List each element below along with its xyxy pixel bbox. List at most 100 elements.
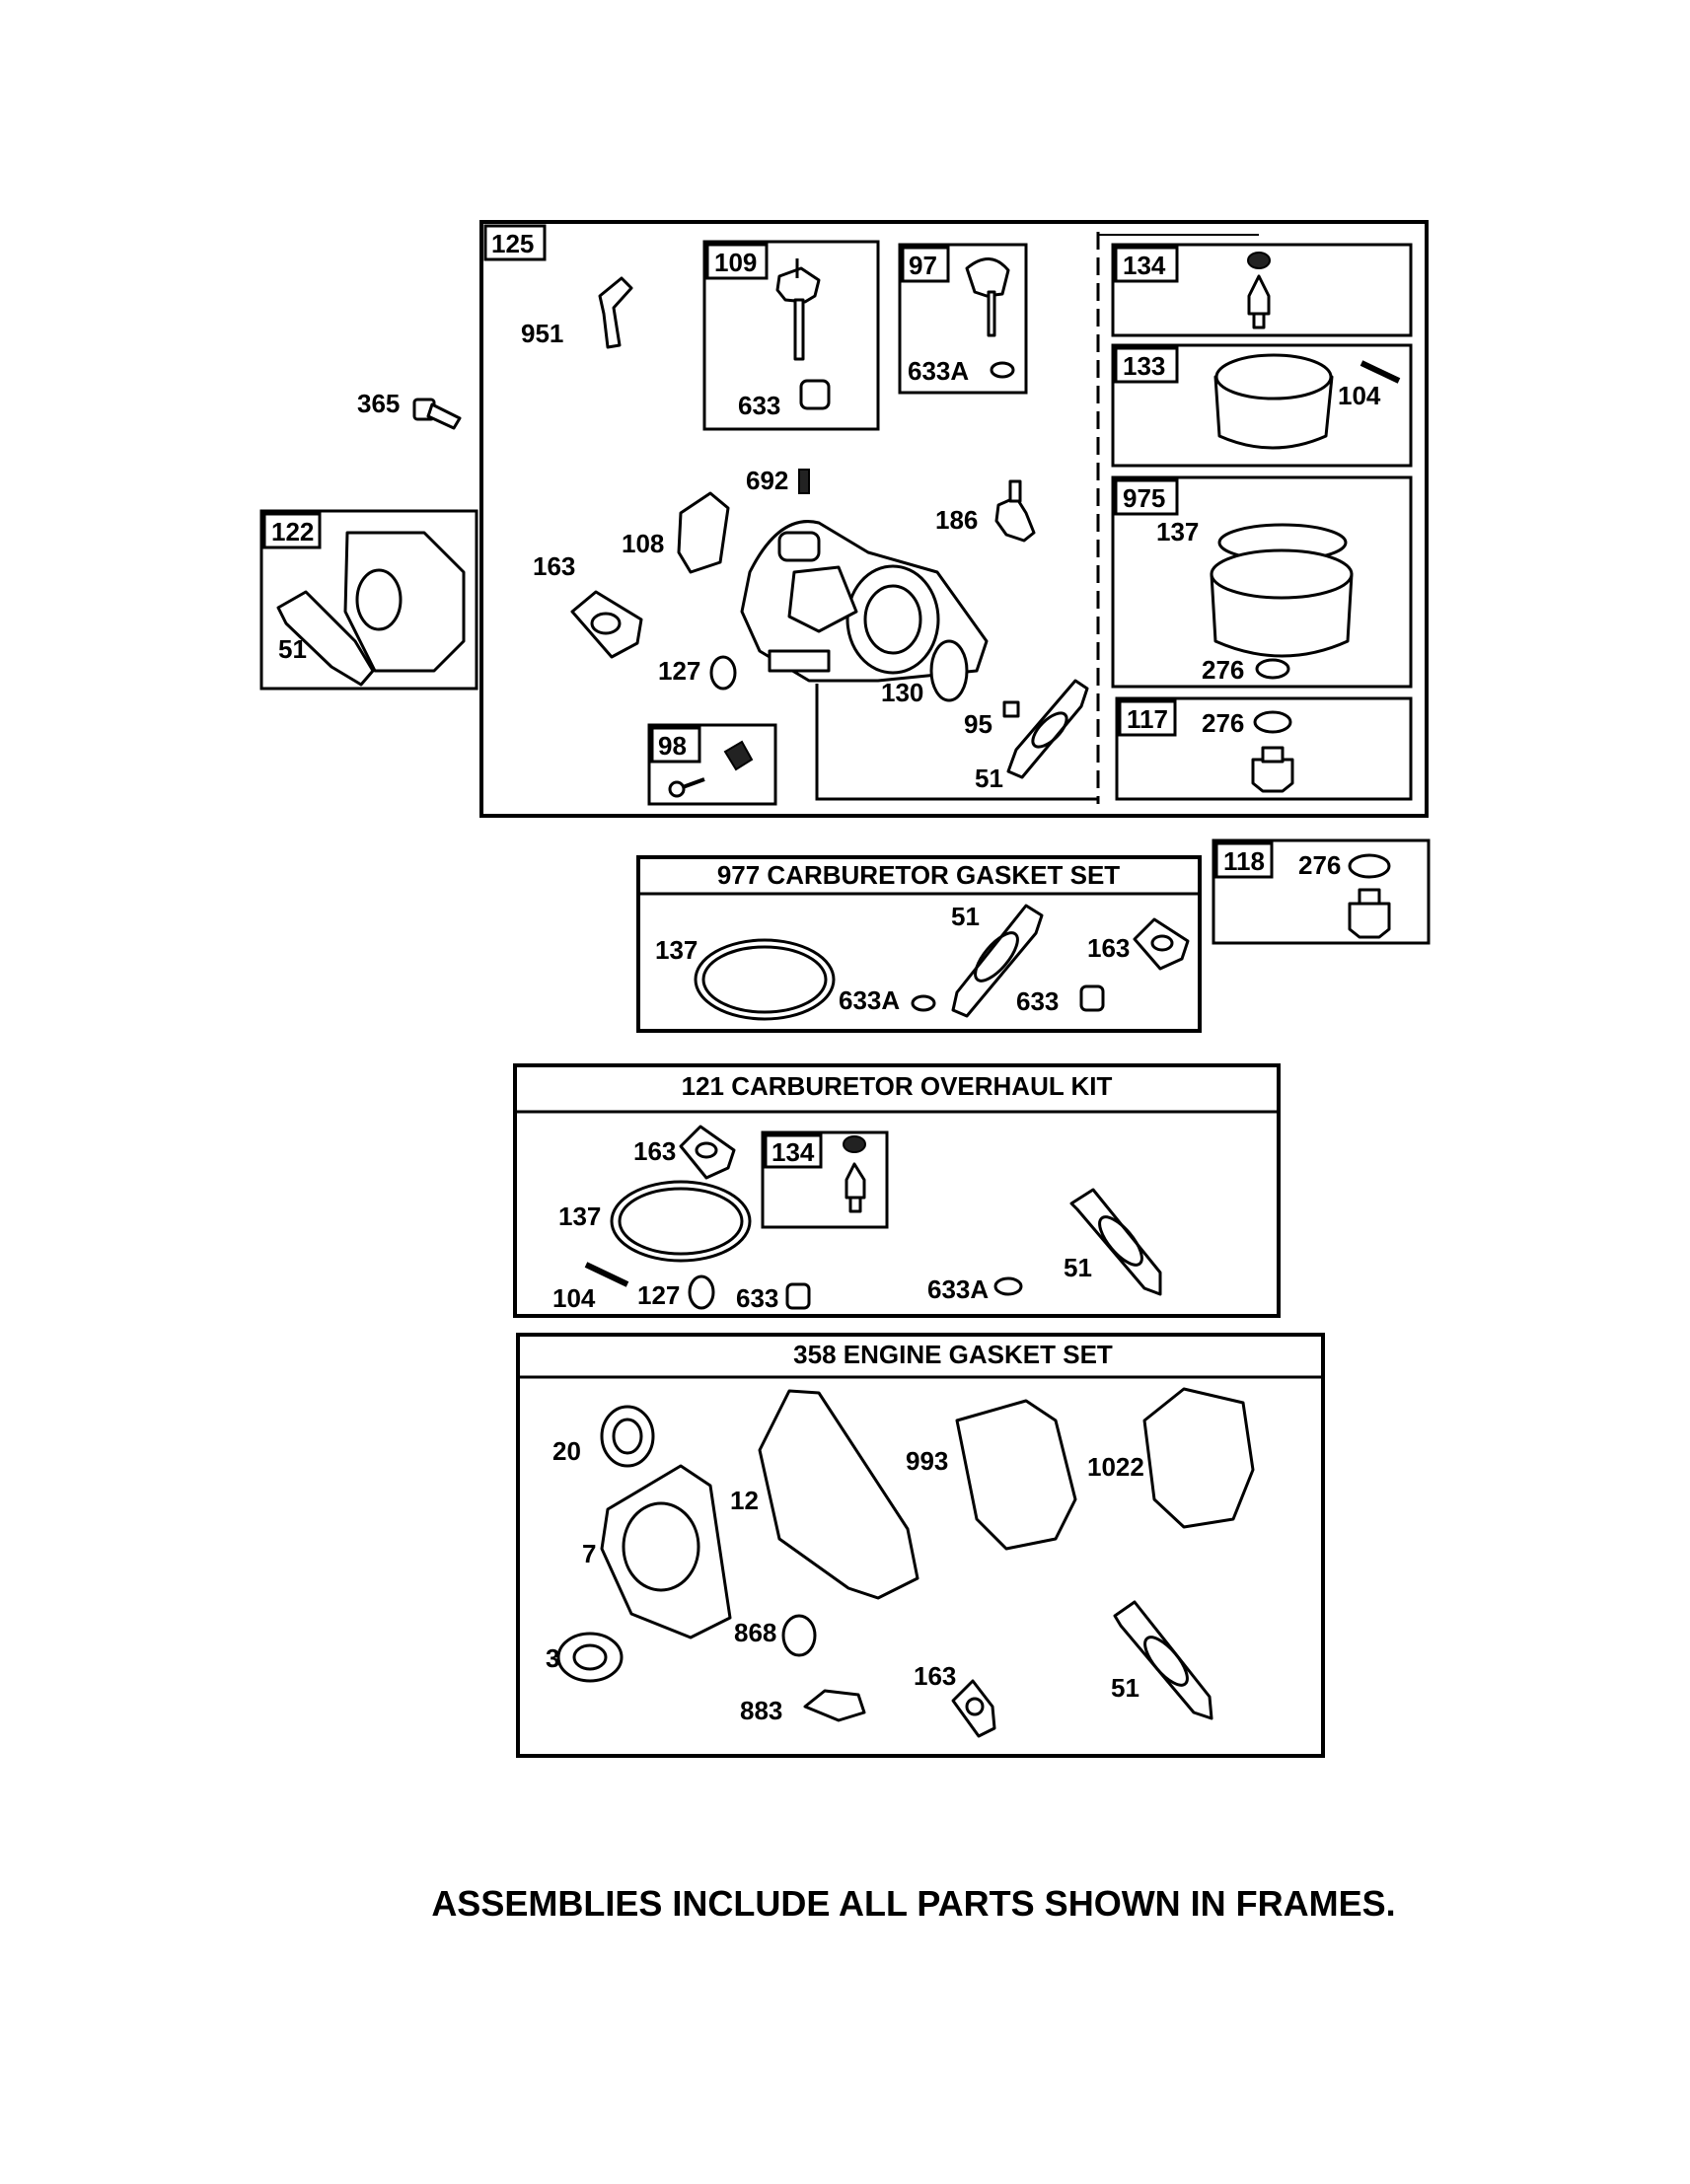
crankcase-gasket-12-icon bbox=[758, 1389, 919, 1600]
label-951: 951 bbox=[521, 319, 563, 348]
label-51-kit: 51 bbox=[1064, 1253, 1092, 1282]
label-163-kit: 163 bbox=[633, 1136, 676, 1166]
label-633A-kit: 633A bbox=[927, 1274, 989, 1304]
gasket-set-title: 977 CARBURETOR GASKET SET bbox=[717, 860, 1120, 890]
frame-975-number: 975 bbox=[1123, 483, 1165, 513]
frame-133-number: 133 bbox=[1123, 351, 1165, 381]
label-633A-frame97: 633A bbox=[908, 356, 969, 386]
bolt-365-icon bbox=[412, 398, 462, 430]
label-3: 3 bbox=[546, 1643, 559, 1673]
part-127-plug-icon bbox=[709, 655, 737, 691]
needle-valve-kit-icon bbox=[845, 1162, 866, 1200]
fuel-fitting-186-icon bbox=[994, 495, 1036, 543]
label-130: 130 bbox=[881, 678, 923, 707]
seal-633A-gs-icon bbox=[911, 994, 936, 1012]
frame-134: 134 bbox=[1111, 243, 1413, 337]
label-95: 95 bbox=[964, 709, 992, 739]
oil-seal-20-icon bbox=[600, 1405, 655, 1468]
frame-98: 98 bbox=[647, 723, 777, 806]
gasket-163-eng-icon bbox=[951, 1679, 996, 1738]
part-108-plate-icon bbox=[677, 491, 730, 574]
label-633-gs: 633 bbox=[1016, 986, 1059, 1016]
carburetor-body-icon bbox=[740, 520, 989, 683]
part-130-disc-icon bbox=[929, 639, 969, 702]
bushing-633-kit-icon bbox=[785, 1282, 811, 1310]
screw-95-icon bbox=[1002, 700, 1020, 718]
frame-134-kit-number: 134 bbox=[772, 1137, 815, 1167]
label-51-eng: 51 bbox=[1111, 1673, 1139, 1703]
frame-97: 97 633A bbox=[898, 243, 1028, 395]
gasket-883-icon bbox=[803, 1689, 866, 1722]
intake-gasket-icon bbox=[276, 590, 375, 687]
label-633-frame109: 633 bbox=[738, 391, 780, 420]
throttle-shaft-icon bbox=[965, 257, 1010, 298]
drain-screw-icon bbox=[1348, 902, 1391, 939]
label-51-gs: 51 bbox=[951, 902, 980, 931]
label-276-frame117: 276 bbox=[1202, 708, 1244, 738]
label-276-frame118: 276 bbox=[1298, 850, 1341, 880]
seal-633A-kit-icon bbox=[993, 1276, 1023, 1296]
seal-633A-icon bbox=[990, 361, 1015, 379]
label-7: 7 bbox=[582, 1539, 596, 1568]
intake-spacer-icon bbox=[343, 531, 466, 673]
label-137-kit: 137 bbox=[558, 1201, 601, 1231]
label-365: 365 bbox=[357, 389, 400, 418]
head-gasket-7-icon bbox=[600, 1464, 732, 1639]
choke-shaft-icon bbox=[775, 266, 821, 304]
assembly-125-number: 125 bbox=[491, 229, 534, 258]
label-137-gs: 137 bbox=[655, 935, 698, 965]
label-137-frame975: 137 bbox=[1156, 517, 1199, 546]
label-633A-gs: 633A bbox=[839, 985, 900, 1015]
bowl-gasket-137-icon bbox=[694, 938, 836, 1021]
overhaul-kit-title: 121 CARBURETOR OVERHAUL KIT bbox=[682, 1071, 1113, 1101]
frame-98-number: 98 bbox=[658, 731, 687, 761]
bowl-gasket-137-kit-icon bbox=[610, 1180, 752, 1263]
label-692: 692 bbox=[746, 466, 788, 495]
frame-117: 117 276 bbox=[1115, 696, 1413, 801]
label-993: 993 bbox=[906, 1446, 948, 1476]
screw-692-icon bbox=[798, 469, 810, 494]
gasket-163-kit-icon bbox=[679, 1125, 736, 1180]
bowl-nut-icon bbox=[1251, 758, 1294, 793]
frame-134-number: 134 bbox=[1123, 251, 1166, 280]
frame-109: 109 633 bbox=[702, 240, 880, 431]
label-883: 883 bbox=[740, 1696, 782, 1725]
frame-118: 118 276 bbox=[1212, 838, 1431, 945]
engine-gasket-set-358: 358 ENGINE GASKET SET 20 7 12 993 1022 3… bbox=[516, 1333, 1325, 1758]
frame-117-number: 117 bbox=[1127, 704, 1168, 734]
part-951-lever-icon bbox=[598, 276, 633, 349]
label-276-frame975: 276 bbox=[1202, 655, 1244, 685]
label-163-eng: 163 bbox=[914, 1661, 956, 1691]
frame-122-number: 122 bbox=[271, 517, 314, 546]
overhaul-kit-121: 121 CARBURETOR OVERHAUL KIT 134 163 137 … bbox=[513, 1063, 1281, 1318]
breather-gasket-1022-icon bbox=[1142, 1387, 1255, 1529]
frame-109-number: 109 bbox=[714, 248, 757, 277]
label-127: 127 bbox=[658, 656, 700, 686]
label-12: 12 bbox=[730, 1486, 759, 1515]
oil-seal-3-icon bbox=[556, 1632, 624, 1683]
engine-gasket-set-title: 358 ENGINE GASKET SET bbox=[793, 1340, 1113, 1369]
label-20: 20 bbox=[552, 1436, 581, 1466]
frame-97-number: 97 bbox=[909, 251, 937, 280]
label-104-frame133: 104 bbox=[1338, 381, 1381, 410]
label-51-frame122: 51 bbox=[278, 634, 307, 664]
label-868: 868 bbox=[734, 1618, 776, 1647]
frame-122: 122 51 bbox=[259, 509, 478, 691]
seal-868-icon bbox=[781, 1614, 817, 1657]
bushing-633-icon bbox=[799, 379, 831, 410]
gasket-51-gs-icon bbox=[951, 904, 1044, 1018]
label-108: 108 bbox=[622, 529, 664, 558]
footer-note: ASSEMBLIES INCLUDE ALL PARTS SHOWN IN FR… bbox=[431, 1883, 1395, 1924]
assembly-125-frame: 125 bbox=[479, 220, 1429, 818]
gasket-51-kit-icon bbox=[1069, 1188, 1162, 1296]
label-127-kit: 127 bbox=[637, 1280, 680, 1310]
label-51-main: 51 bbox=[975, 764, 1003, 793]
frame-118-number: 118 bbox=[1223, 846, 1265, 876]
needle-valve-icon bbox=[1247, 274, 1271, 316]
frame-133: 133 104 bbox=[1111, 343, 1413, 468]
label-633-kit: 633 bbox=[736, 1283, 778, 1313]
label-186: 186 bbox=[935, 505, 978, 535]
plug-127-kit-icon bbox=[688, 1274, 715, 1310]
label-1022: 1022 bbox=[1087, 1452, 1144, 1482]
gasket-163-icon bbox=[570, 590, 643, 659]
